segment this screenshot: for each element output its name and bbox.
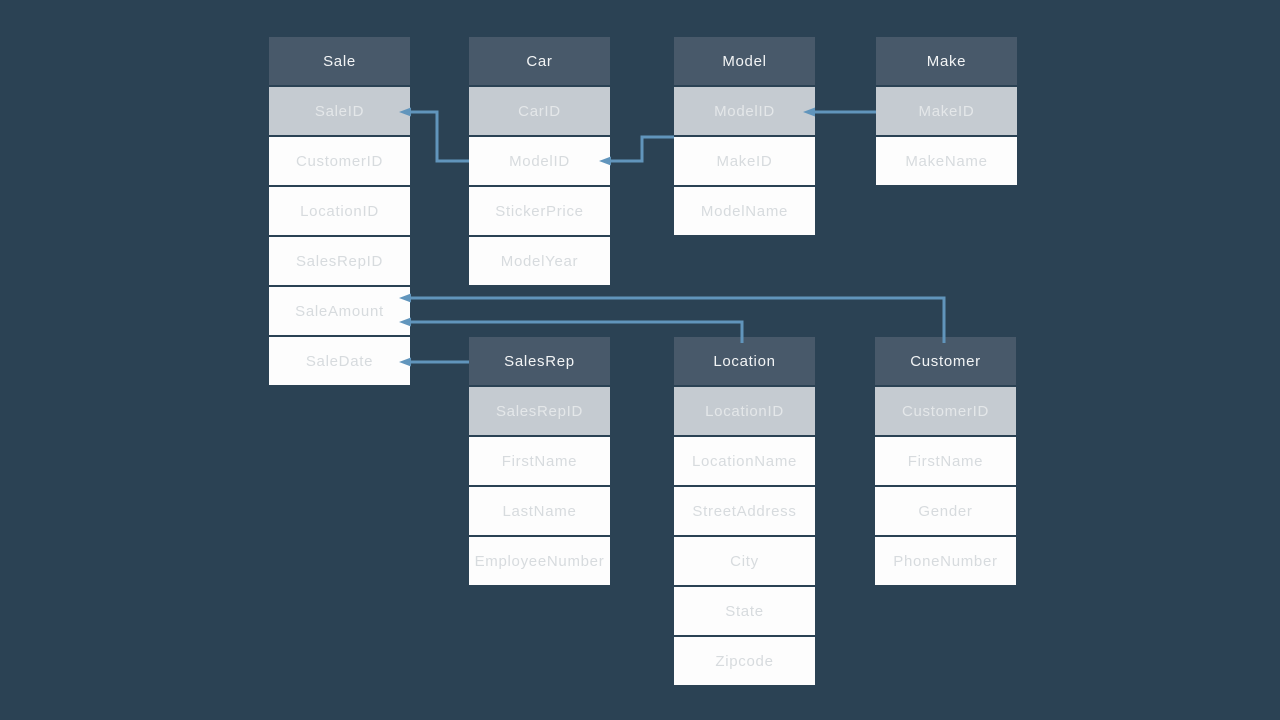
- field-row-firstname: FirstName: [875, 437, 1016, 485]
- table-title-location: Location: [674, 337, 815, 385]
- field-row-state: State: [674, 587, 815, 635]
- field-row-phonenumber: PhoneNumber: [875, 537, 1016, 585]
- primary-key-row-salesrepid: SalesRepID: [469, 387, 610, 435]
- table-title-make: Make: [876, 37, 1017, 85]
- field-row-modelyear: ModelYear: [469, 237, 610, 285]
- field-row-employeenumber: EmployeeNumber: [469, 537, 610, 585]
- field-row-makeid: MakeID: [674, 137, 815, 185]
- field-row-locationid: LocationID: [269, 187, 410, 235]
- field-row-modelname: ModelName: [674, 187, 815, 235]
- field-row-salesrepid: SalesRepID: [269, 237, 410, 285]
- table-title-customer: Customer: [875, 337, 1016, 385]
- table-title-model: Model: [674, 37, 815, 85]
- field-row-streetaddress: StreetAddress: [674, 487, 815, 535]
- field-row-customerid: CustomerID: [269, 137, 410, 185]
- field-row-firstname: FirstName: [469, 437, 610, 485]
- field-row-saledate: SaleDate: [269, 337, 410, 385]
- table-title-salesrep: SalesRep: [469, 337, 610, 385]
- field-row-makename: MakeName: [876, 137, 1017, 185]
- primary-key-row-carid: CarID: [469, 87, 610, 135]
- field-row-zipcode: Zipcode: [674, 637, 815, 685]
- primary-key-row-makeid: MakeID: [876, 87, 1017, 135]
- field-row-city: City: [674, 537, 815, 585]
- primary-key-row-saleid: SaleID: [269, 87, 410, 135]
- table-title-car: Car: [469, 37, 610, 85]
- field-row-lastname: LastName: [469, 487, 610, 535]
- table-title-sale: Sale: [269, 37, 410, 85]
- field-row-gender: Gender: [875, 487, 1016, 535]
- primary-key-row-modelid: ModelID: [674, 87, 815, 135]
- field-row-stickerprice: StickerPrice: [469, 187, 610, 235]
- primary-key-row-locationid: LocationID: [674, 387, 815, 435]
- field-row-modelid: ModelID: [469, 137, 610, 185]
- field-row-saleamount: SaleAmount: [269, 287, 410, 335]
- primary-key-row-customerid: CustomerID: [875, 387, 1016, 435]
- field-row-locationname: LocationName: [674, 437, 815, 485]
